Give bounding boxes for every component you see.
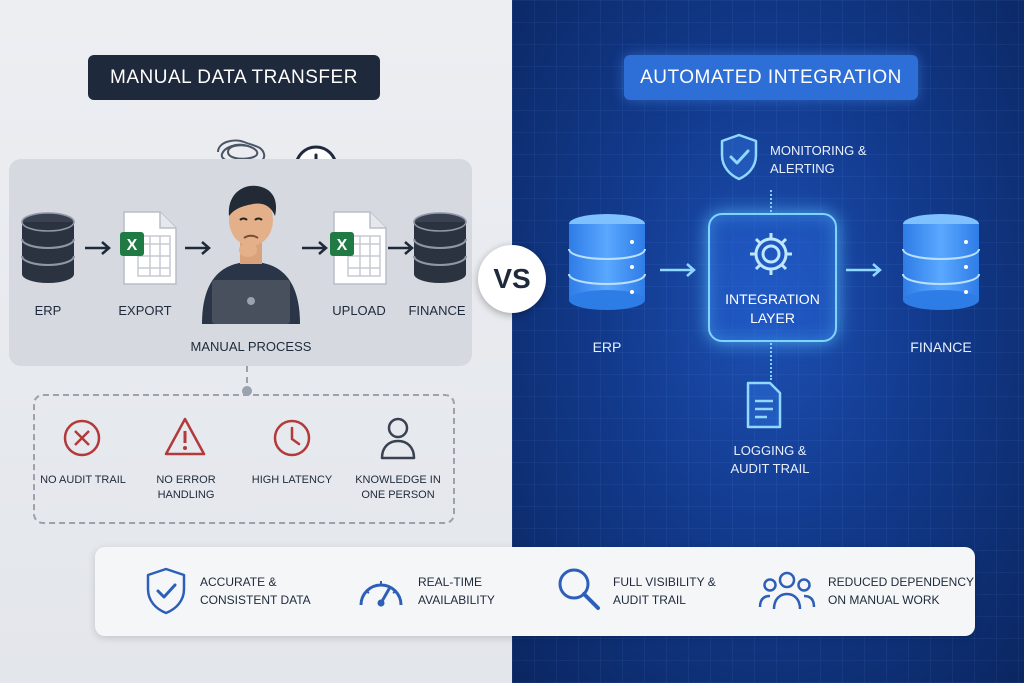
manual-process-label: MANUAL PROCESS: [190, 339, 312, 354]
finance-label: FINANCE: [910, 339, 972, 355]
connector-line: [770, 190, 772, 212]
excel-file-icon: X: [120, 211, 177, 285]
shield-check-icon: [720, 133, 758, 181]
arrow-right-icon: [85, 241, 111, 255]
shield-check-icon: [146, 567, 186, 615]
magnifier-icon: [558, 568, 600, 610]
x-circle-icon: [63, 419, 101, 457]
arrow-right-icon: [185, 241, 211, 255]
svg-text:X: X: [127, 237, 138, 254]
erp-label: ERP: [592, 339, 622, 355]
people-icon: [758, 571, 816, 610]
benefit-label: ACCURATE &CONSISTENT DATA: [200, 575, 311, 607]
logging-label: LOGGING &AUDIT TRAIL: [730, 443, 810, 476]
person-icon: [380, 417, 416, 460]
speedometer-icon: [359, 581, 403, 607]
vs-badge: VS: [478, 245, 546, 313]
warning-icon: [164, 417, 206, 456]
document-icon: [746, 381, 782, 429]
connector-dot: [242, 386, 252, 396]
excel-file-icon: X: [330, 211, 387, 285]
issue-label: HIGH LATENCY: [251, 474, 333, 486]
export-label: EXPORT: [118, 303, 172, 318]
upload-label: UPLOAD: [332, 303, 386, 318]
issue-label: NO AUDIT TRAIL: [40, 474, 126, 486]
automated-title: AUTOMATED INTEGRATION: [624, 55, 918, 100]
stressed-person-icon: [202, 185, 300, 324]
finance-label: FINANCE: [408, 303, 466, 318]
arrow-right-icon: [302, 241, 328, 255]
arrow-right-icon: [846, 263, 882, 277]
issues-box: [33, 394, 455, 524]
finance-database-icon: [413, 212, 467, 283]
gear-icon: [750, 233, 792, 275]
arrow-right-icon: [388, 241, 414, 255]
erp-database-icon: [568, 214, 646, 310]
finance-database-icon: [902, 214, 980, 310]
connector-line: [770, 340, 772, 380]
arrow-right-icon: [660, 263, 696, 277]
benefits-bar: [95, 547, 975, 636]
monitoring-label: MONITORING &ALERTING: [770, 143, 867, 176]
manual-title: MANUAL DATA TRANSFER: [88, 55, 380, 100]
clock-icon: [273, 419, 311, 457]
erp-label: ERP: [34, 303, 62, 318]
svg-text:X: X: [337, 237, 348, 254]
connector-line: [246, 366, 248, 394]
benefit-label: FULL VISIBILITY &AUDIT TRAIL: [613, 575, 716, 607]
erp-database-icon: [21, 212, 75, 283]
